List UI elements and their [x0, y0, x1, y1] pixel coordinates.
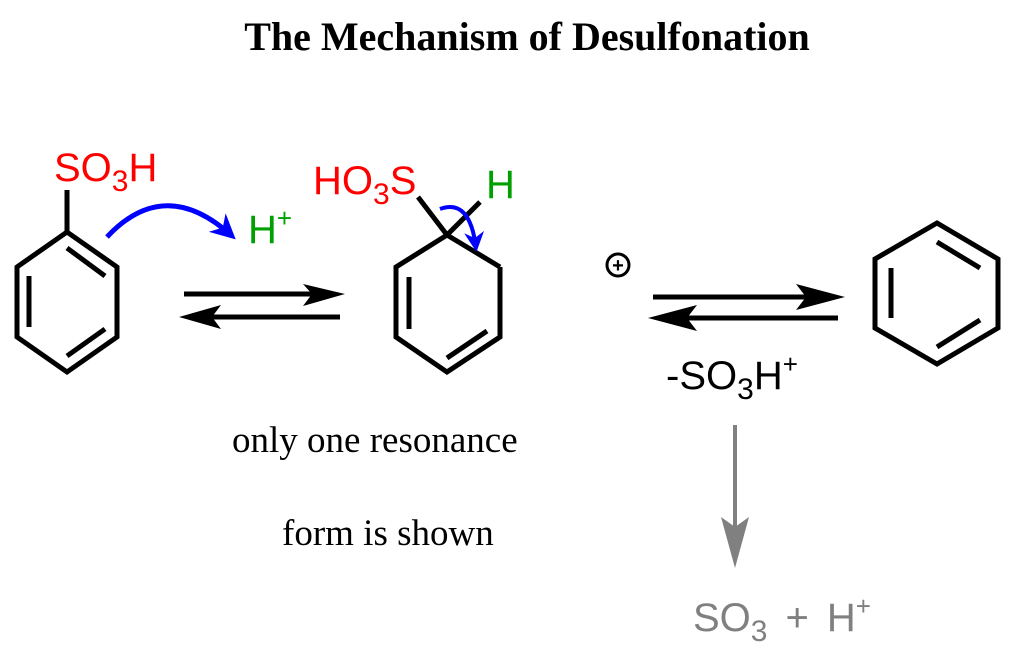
benzene-product	[872, 220, 1001, 367]
reactant-so3h-label: SO3H	[54, 146, 157, 198]
proton-label: H+	[248, 203, 292, 252]
equilibrium-arrow-2	[648, 284, 845, 331]
page-title: The Mechanism of Desulfonation	[244, 14, 810, 59]
curved-arrow-protonation	[105, 203, 236, 240]
loss-so3h-label: -SO3H+	[666, 349, 798, 406]
svg-text:+: +	[612, 255, 624, 277]
curved-arrow-bond-break	[439, 205, 485, 252]
arenium-intermediate: HO3S H +	[313, 159, 631, 376]
benzenesulfonic-acid: SO3H	[14, 146, 157, 376]
resonance-note-line1: only one resonance	[232, 420, 518, 461]
intermediate-h-label: H	[486, 163, 515, 207]
equilibrium-arrow-1	[179, 284, 345, 329]
intermediate-ho3s-label: HO3S	[313, 159, 416, 211]
resonance-note-line2: form is shown	[282, 513, 494, 554]
positive-charge-icon: +	[605, 252, 631, 278]
decomposition-arrow	[721, 425, 749, 568]
byproducts-label: SO3+H+	[693, 591, 871, 648]
